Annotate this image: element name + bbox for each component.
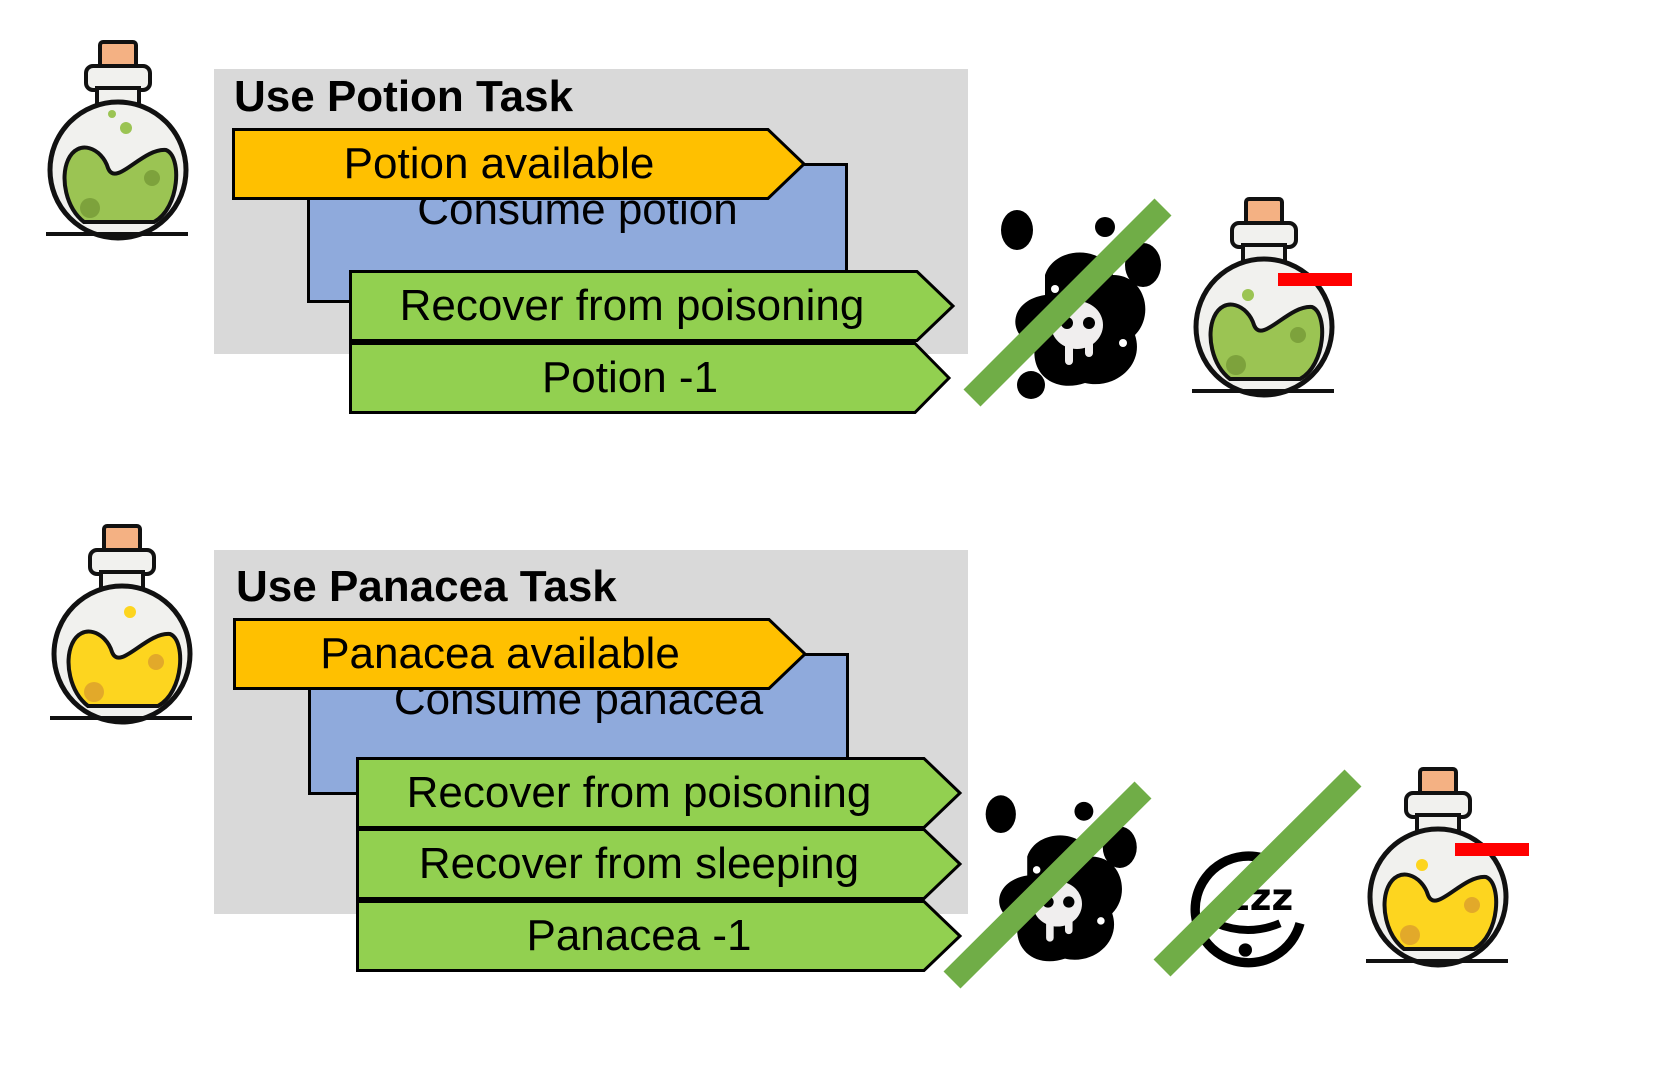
yellow-panacea-bottle-icon [1362, 765, 1512, 968]
strike-through-line [1150, 768, 1365, 978]
effect-block: Recover from poisoning [349, 270, 956, 342]
yellow-panacea-bottle-icon [46, 522, 196, 725]
effect-block: Panacea -1 [356, 900, 963, 972]
task-title: Use Panacea Task [236, 562, 617, 611]
effect-block: Potion -1 [349, 342, 952, 414]
strike-through-line [940, 780, 1155, 990]
condition-block: Potion available [232, 128, 807, 200]
minus-decrement-icon [1455, 843, 1529, 856]
effect-block: Recover from sleeping [356, 828, 963, 900]
condition-block: Panacea available [233, 618, 808, 690]
effect-label: Potion -1 [541, 353, 719, 402]
task-title: Use Potion Task [234, 72, 574, 121]
condition-label: Potion available [343, 139, 655, 188]
poison-skull-splat-icon [995, 205, 1175, 405]
green-potion-bottle-icon [42, 38, 192, 241]
minus-decrement-icon [1278, 273, 1352, 286]
strike-through-line [960, 195, 1175, 410]
green-potion-bottle-icon [1188, 195, 1338, 398]
condition-label: Panacea available [320, 629, 680, 678]
effect-label: Recover from poisoning [399, 281, 865, 330]
effect-block: Recover from poisoning [356, 757, 963, 829]
effect-label: Panacea -1 [526, 911, 752, 960]
effect-label: Recover from sleeping [418, 839, 860, 888]
effect-label: Recover from poisoning [406, 768, 872, 817]
